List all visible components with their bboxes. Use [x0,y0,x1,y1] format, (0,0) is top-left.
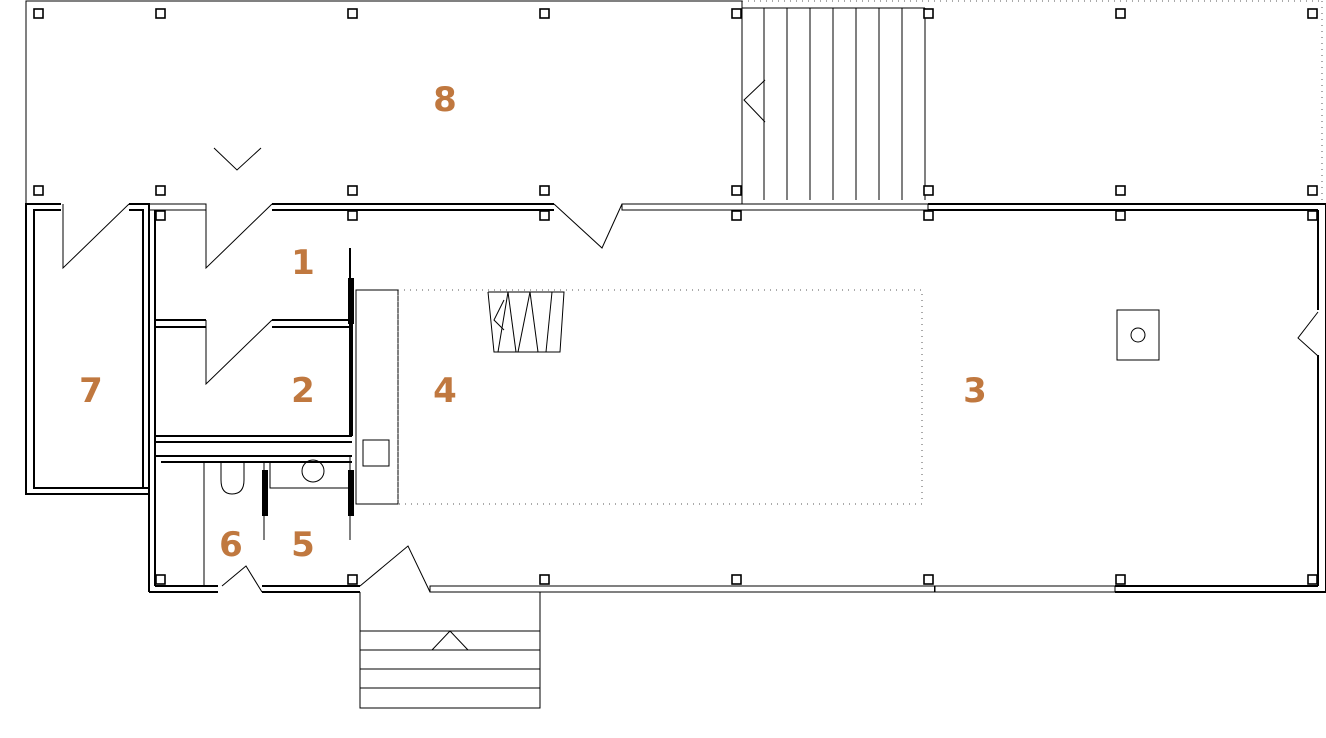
porch-posts [33,8,1318,196]
entry-stairs [359,592,541,709]
room-label-1: 1 [291,243,315,283]
fixtures [220,289,1160,505]
room-label-5: 5 [291,525,315,565]
entry-arrow [213,147,262,171]
interior-walls [155,248,354,586]
stove [362,439,390,467]
stove-flue [1130,327,1146,343]
loft-outline [397,289,923,505]
room-7-walls [25,203,150,495]
building-posts [155,210,1318,585]
room-label-6: 6 [219,525,243,565]
toilet-fixture [220,462,245,495]
porch-outline [25,0,1323,206]
room-labels: 1 2 3 4 5 6 7 8 [79,80,987,565]
room-label-7: 7 [79,371,103,411]
wood-stove [1116,309,1160,361]
room-label-3: 3 [963,371,987,411]
room-label-2: 2 [291,371,315,411]
room-label-4: 4 [433,371,457,411]
sink-counter [269,461,351,489]
doors [205,203,1319,593]
main-walls [148,203,1326,593]
loft-stair [487,291,565,353]
sink-basin [301,459,325,483]
room-label-8: 8 [433,80,457,120]
kitchen-counter [355,289,399,505]
porch-stairs [742,7,926,200]
